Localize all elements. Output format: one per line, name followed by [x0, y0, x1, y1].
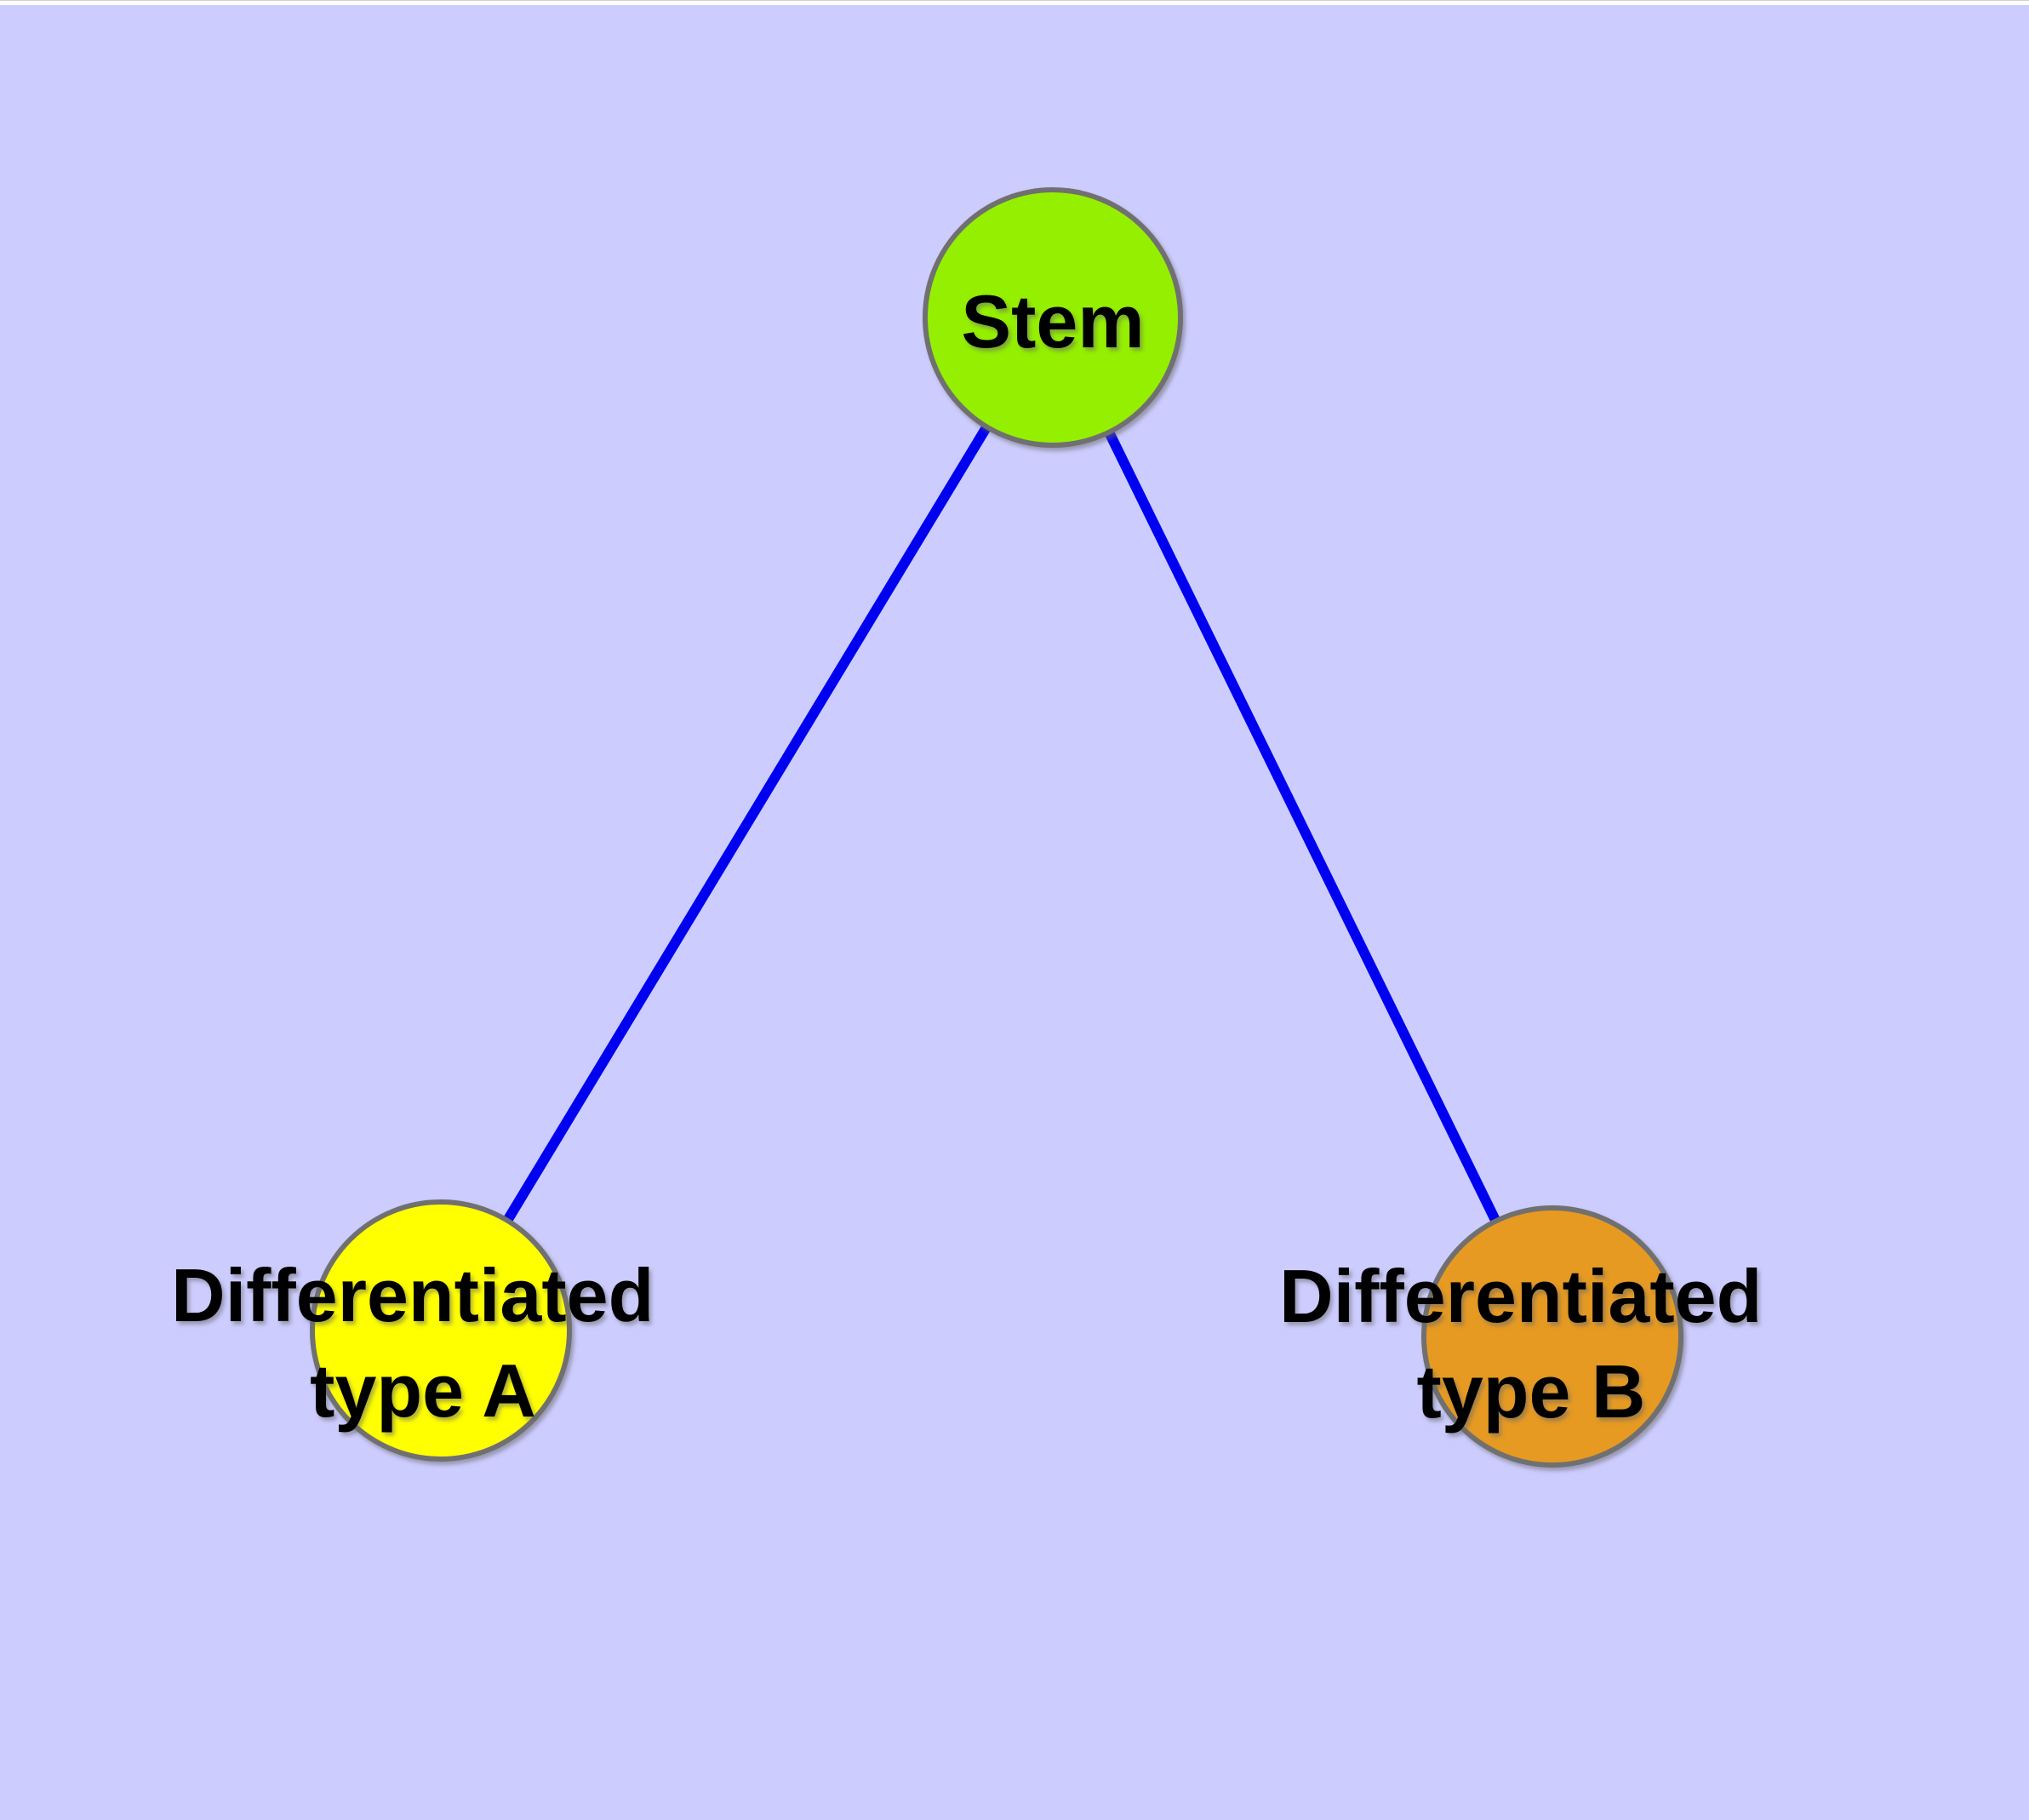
node-type-b-label-line1: Differentiated — [1279, 1254, 1762, 1338]
node-type-b-label-line2: type B — [1417, 1349, 1646, 1434]
node-differentiated-type-a — [310, 1199, 572, 1462]
node-type-a-label-line2: type A — [310, 1348, 536, 1433]
window-top-strip — [0, 0, 2029, 5]
edge-stem-to-type-b — [1048, 315, 1557, 1339]
node-differentiated-type-b — [1421, 1205, 1683, 1468]
node-type-b-label: Differentiated type B — [1279, 1254, 1783, 1434]
edge-stem-to-type-a — [436, 314, 1058, 1334]
node-stem — [923, 187, 1183, 448]
node-type-a-label: Differentiated type A — [171, 1253, 675, 1433]
node-stem-label: Stem — [961, 279, 1144, 363]
node-type-a-label-line1: Differentiated — [171, 1253, 654, 1337]
graph-canvas: Stem Differentiated type A Differentiate… — [0, 5, 2029, 1820]
